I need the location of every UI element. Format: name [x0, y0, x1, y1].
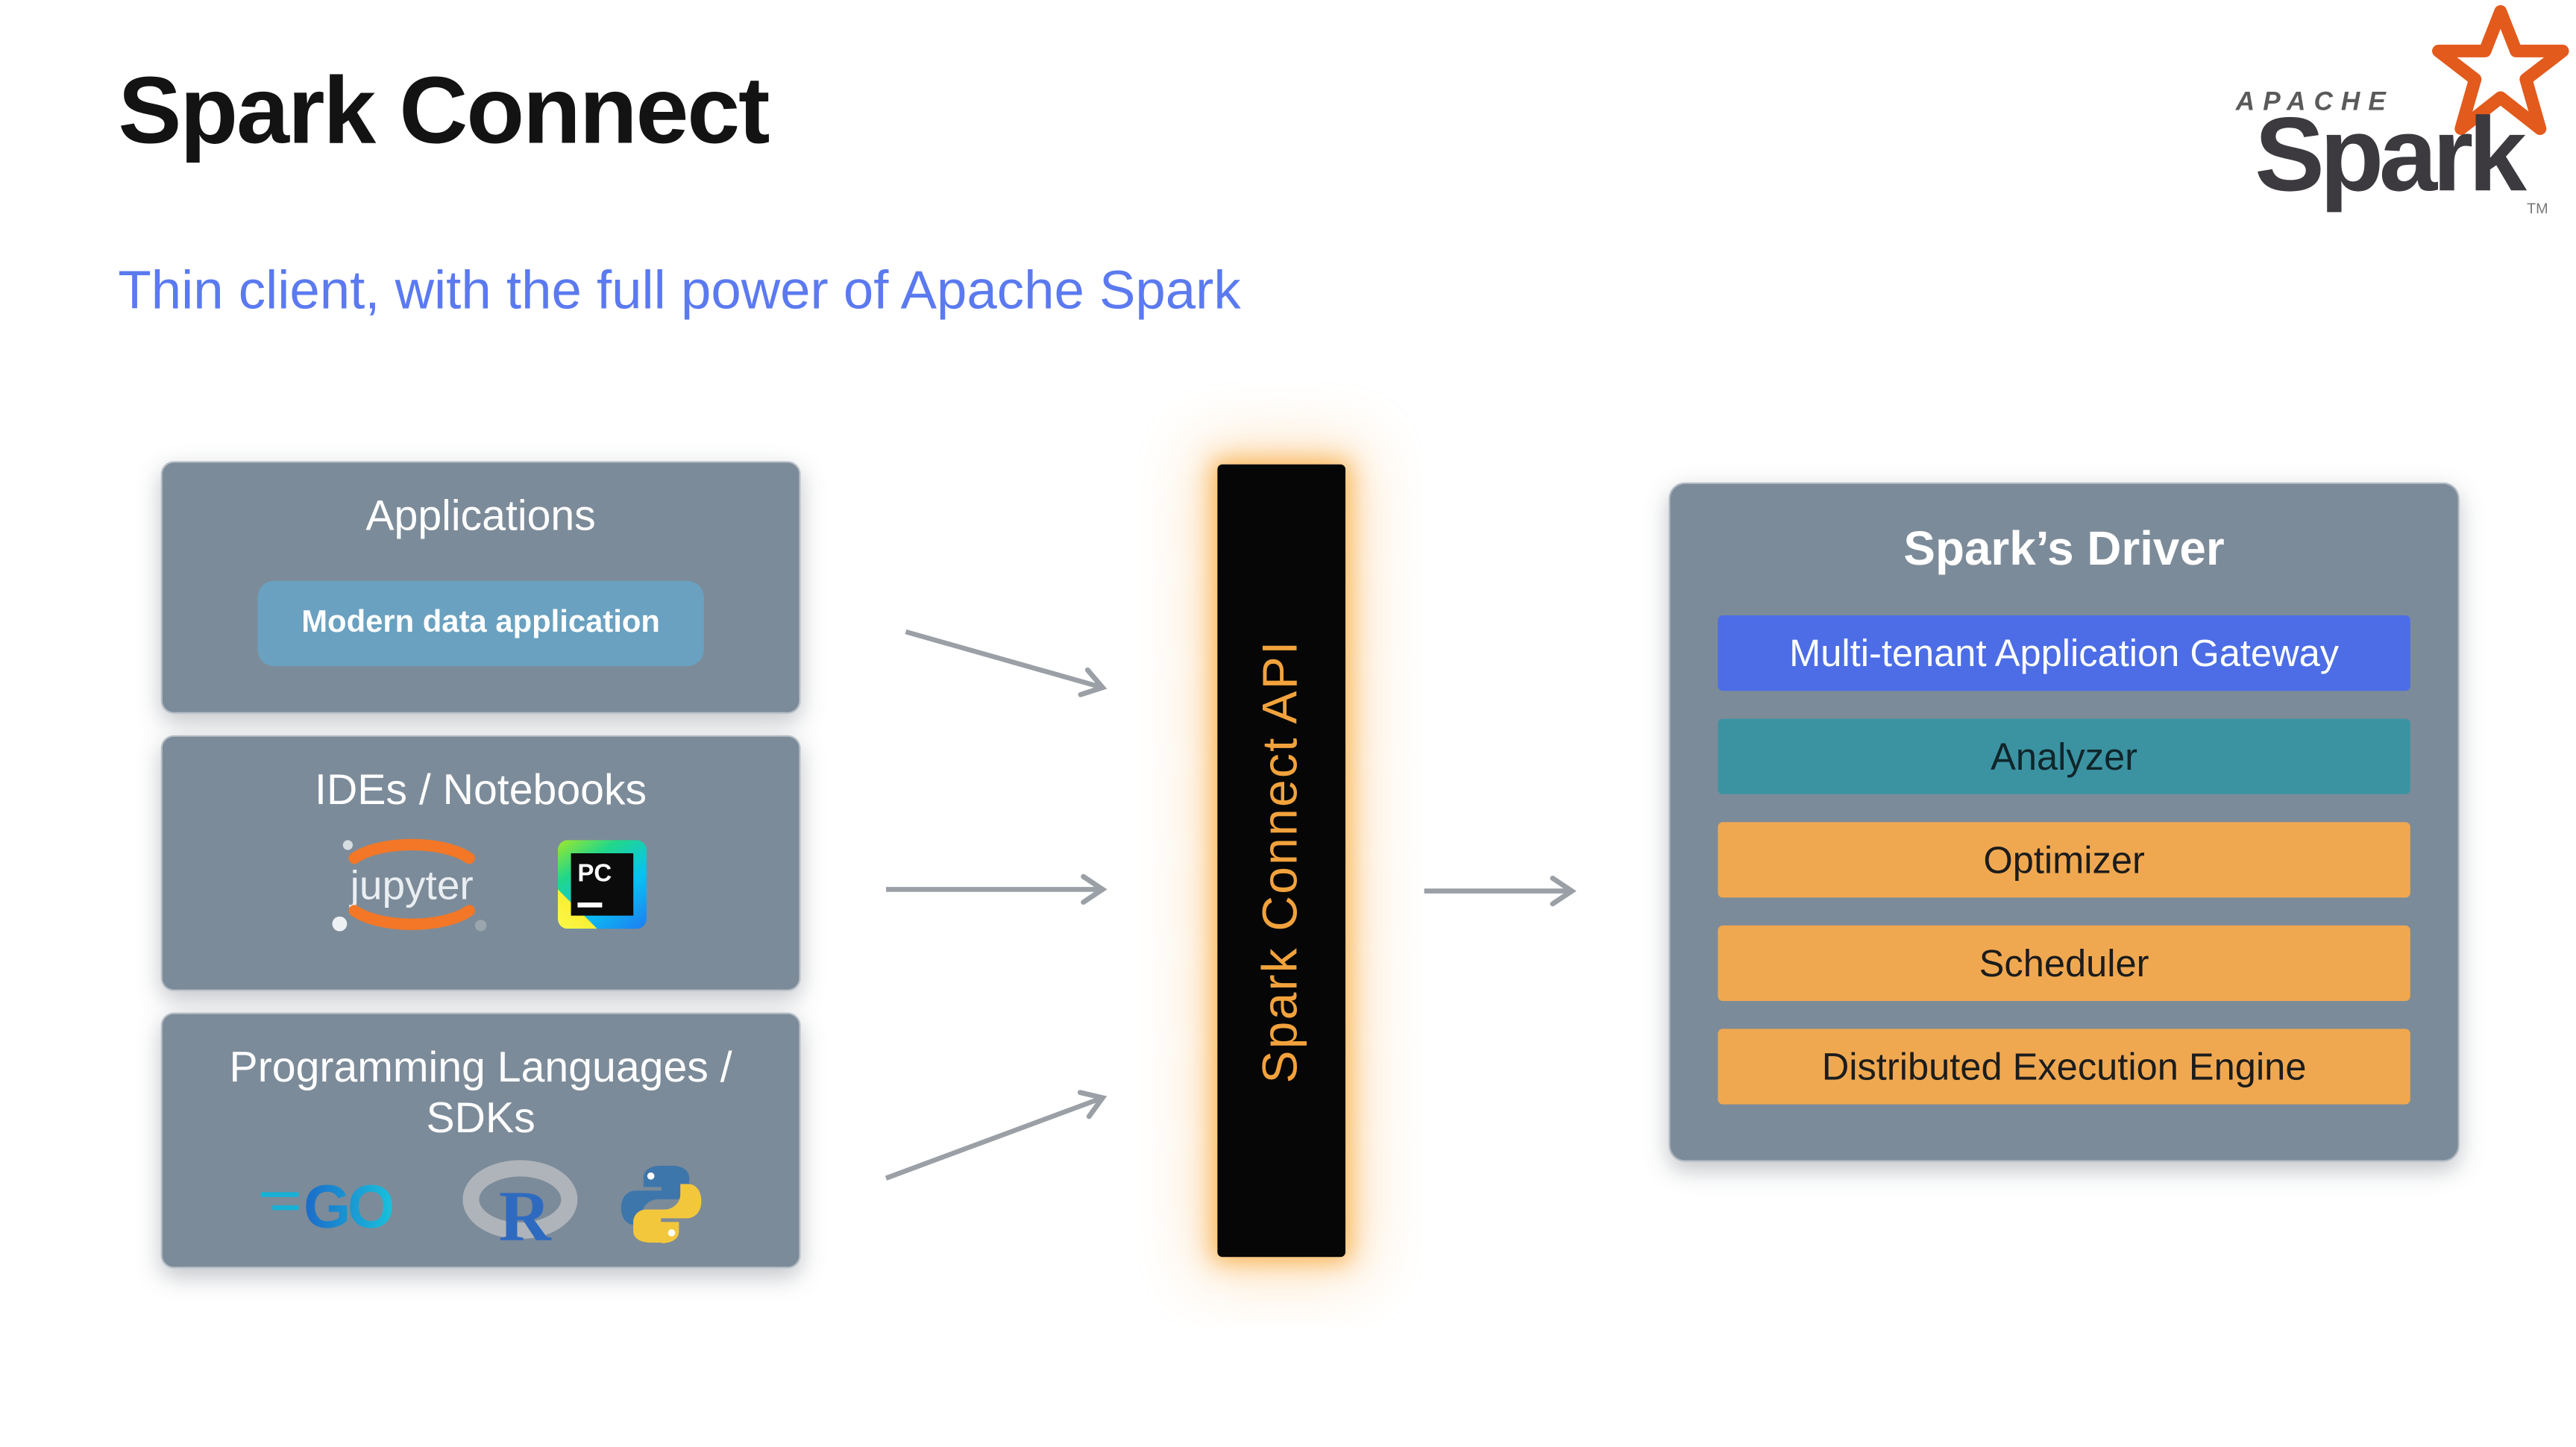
panel-applications: Applications Modern data application: [160, 461, 801, 714]
modern-data-application-chip: Modern data application: [257, 580, 704, 667]
ides-logo-row: jupyter PC: [163, 832, 799, 937]
panel-applications-title: Applications: [365, 490, 596, 540]
languages-logo-row: GO R: [163, 1158, 799, 1250]
pycharm-inner-square: PC: [571, 853, 634, 916]
pycharm-icon: PC: [558, 840, 647, 929]
page-title: Spark Connect: [118, 57, 770, 164]
arrow-applications-to-api: [905, 629, 1108, 697]
arrow-languages-to-api: [885, 1090, 1108, 1181]
spark-connect-api-bar: Spark Connect API: [1217, 464, 1345, 1258]
jupyter-icon: jupyter: [332, 838, 487, 932]
python-icon: [620, 1165, 701, 1243]
driver-layer: Multi-tenant Application Gateway: [1718, 615, 2410, 691]
spark-wordmark: Spark: [2255, 95, 2527, 213]
r-icon: R: [462, 1160, 577, 1250]
page-subtitle: Thin client, with the full power of Apac…: [118, 259, 1241, 320]
spark-driver-panel: Spark’s Driver Multi-tenant Application …: [1668, 482, 2460, 1162]
pycharm-underscore: [577, 903, 603, 908]
jupyter-label: jupyter: [349, 862, 474, 908]
apache-wordmark: APACHE: [2235, 88, 2394, 117]
r-label: R: [498, 1176, 551, 1250]
go-label: GO: [303, 1173, 392, 1241]
trademark-label: TM: [2527, 200, 2548, 217]
go-icon: GO: [260, 1173, 395, 1241]
spark-star-icon: [2432, 4, 2569, 135]
panel-ides-notebooks: IDEs / Notebooks jupyter PC: [160, 735, 801, 991]
panel-languages-title: Programming Languages / SDKs: [229, 1042, 732, 1142]
spark-connect-api-label: Spark Connect API: [1253, 638, 1308, 1083]
driver-layer: Optimizer: [1718, 822, 2410, 898]
apache-spark-logo: APACHE Spark TM: [2125, 4, 2569, 246]
driver-layer: Distributed Execution Engine: [1718, 1029, 2410, 1105]
driver-layer: Analyzer: [1718, 718, 2410, 794]
driver-layer: Scheduler: [1718, 925, 2410, 1001]
spark-driver-title: Spark’s Driver: [1903, 523, 2225, 577]
panel-languages-sdks: Programming Languages / SDKs GO R: [160, 1012, 801, 1269]
panel-ides-title: IDEs / Notebooks: [315, 765, 647, 814]
pycharm-label: PC: [577, 859, 612, 888]
